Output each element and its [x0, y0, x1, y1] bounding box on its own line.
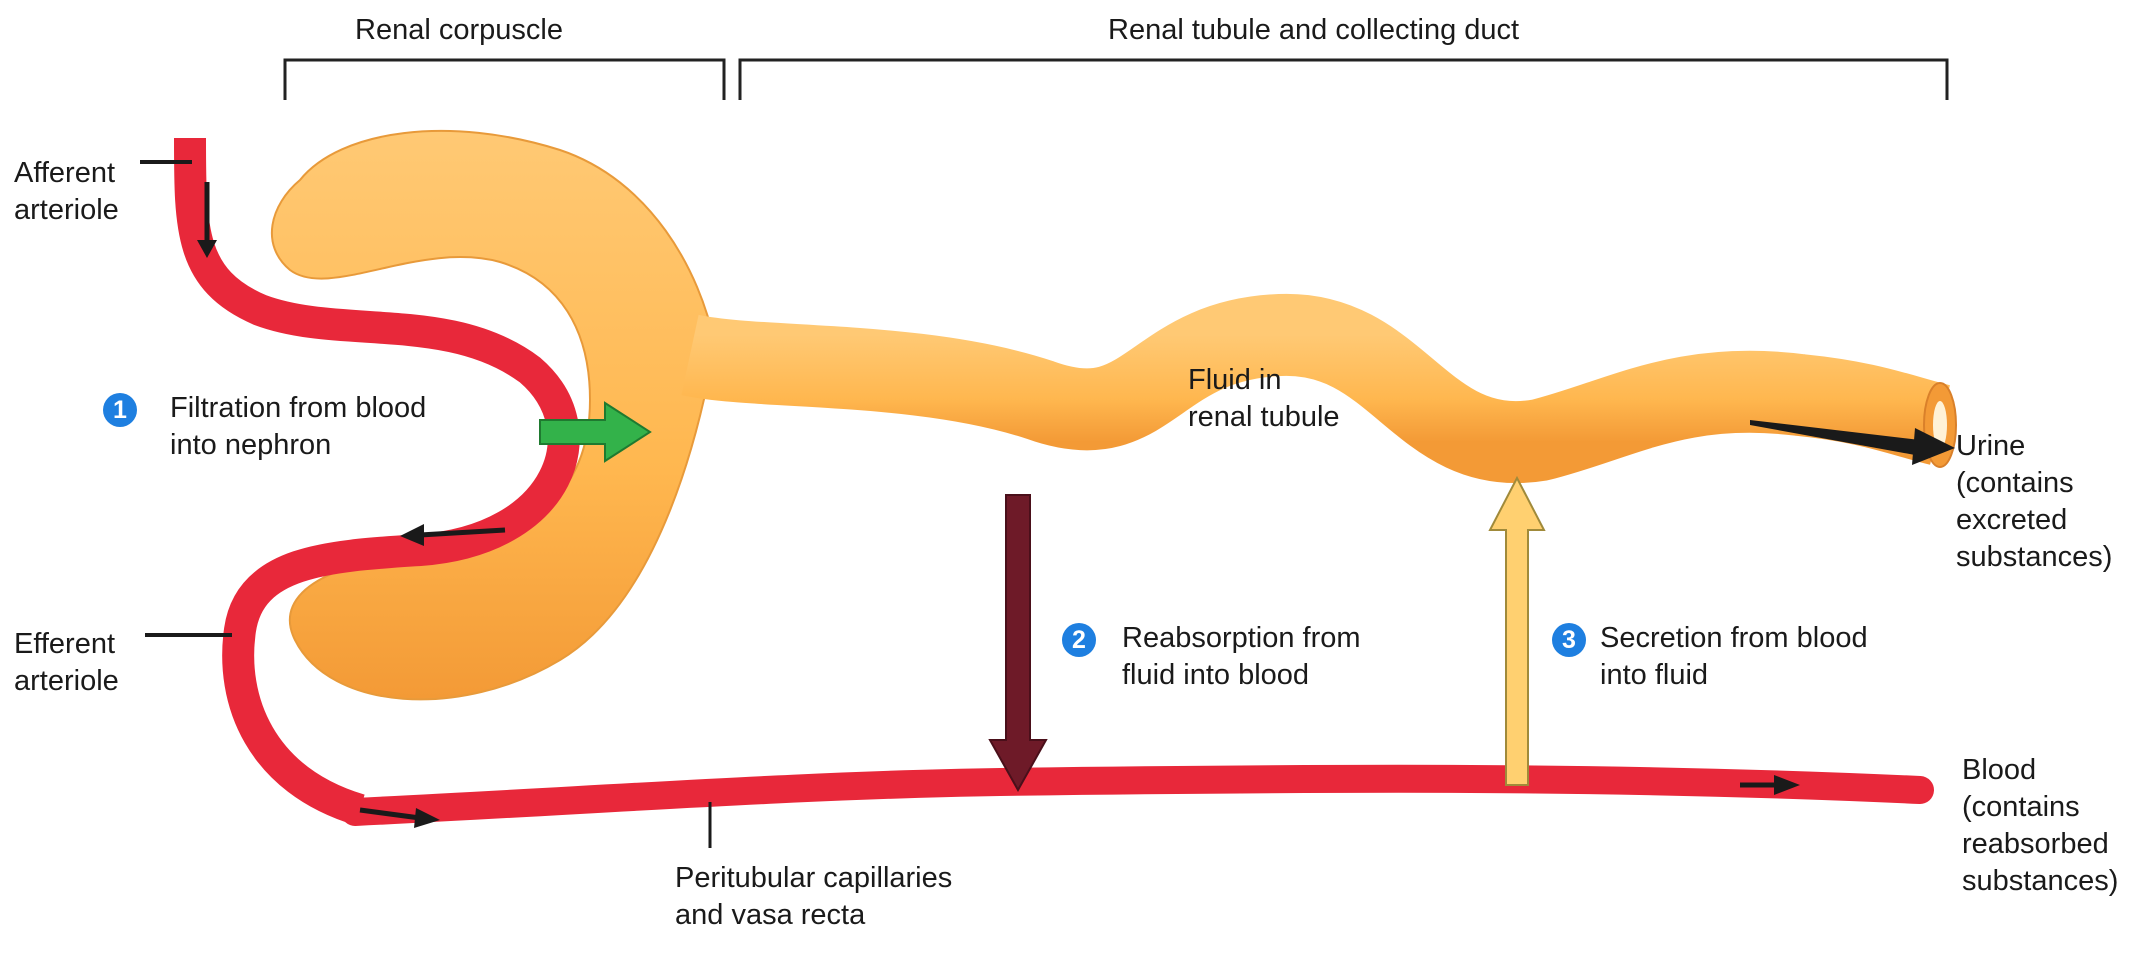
blood-label-line-1: Blood	[1962, 752, 2118, 789]
step-2-line-2: fluid into blood	[1122, 657, 1361, 694]
urine-label: Urine (contains excreted substances)	[1956, 428, 2112, 576]
corpuscle-bracket	[285, 60, 724, 100]
urine-label-line-1: Urine	[1956, 428, 2112, 465]
afferent-arteriole-label: Afferent arteriole	[14, 155, 119, 229]
urine-label-line-4: substances)	[1956, 539, 2112, 576]
blood-label-line-4: substances)	[1962, 863, 2118, 900]
afferent-label-line-2: arteriole	[14, 192, 119, 229]
peritubular-capillary	[355, 779, 1920, 812]
renal-corpuscle-header: Renal corpuscle	[355, 12, 563, 49]
step-3-line-2: into fluid	[1600, 657, 1868, 694]
step-2-text: Reabsorption from fluid into blood	[1122, 620, 1361, 694]
afferent-label-line-1: Afferent	[14, 155, 119, 192]
step-3-badge: 3	[1552, 623, 1586, 657]
efferent-arteriole-label: Efferent arteriole	[14, 626, 119, 700]
blood-label: Blood (contains reabsorbed substances)	[1962, 752, 2118, 900]
step-1-badge: 1	[103, 393, 137, 427]
efferent-label-line-1: Efferent	[14, 626, 119, 663]
renal-tubule-header: Renal tubule and collecting duct	[1108, 12, 1519, 49]
blood-label-line-3: reabsorbed	[1962, 826, 2118, 863]
step-2-badge: 2	[1062, 623, 1096, 657]
capillaries-label-line-2: and vasa recta	[675, 897, 952, 934]
urine-label-line-2: (contains	[1956, 465, 2112, 502]
fluid-in-tubule-label: Fluid in renal tubule	[1188, 362, 1340, 436]
step-1-text: Filtration from blood into nephron	[170, 390, 426, 464]
peritubular-capillaries-label: Peritubular capillaries and vasa recta	[675, 860, 952, 934]
tubule-bracket	[740, 60, 1947, 100]
step-3-text: Secretion from blood into fluid	[1600, 620, 1868, 694]
secretion-arrow	[1490, 478, 1544, 785]
step-3-line-1: Secretion from blood	[1600, 620, 1868, 657]
urine-label-line-3: excreted	[1956, 502, 2112, 539]
blood-label-line-2: (contains	[1962, 789, 2118, 826]
step-1-line-2: into nephron	[170, 427, 426, 464]
efferent-label-line-2: arteriole	[14, 663, 119, 700]
step-2-line-1: Reabsorption from	[1122, 620, 1361, 657]
capillaries-label-line-1: Peritubular capillaries	[675, 860, 952, 897]
step-1-line-1: Filtration from blood	[170, 390, 426, 427]
fluid-label-line-1: Fluid in	[1188, 362, 1340, 399]
fluid-label-line-2: renal tubule	[1188, 399, 1340, 436]
reabsorption-arrow	[990, 495, 1046, 790]
